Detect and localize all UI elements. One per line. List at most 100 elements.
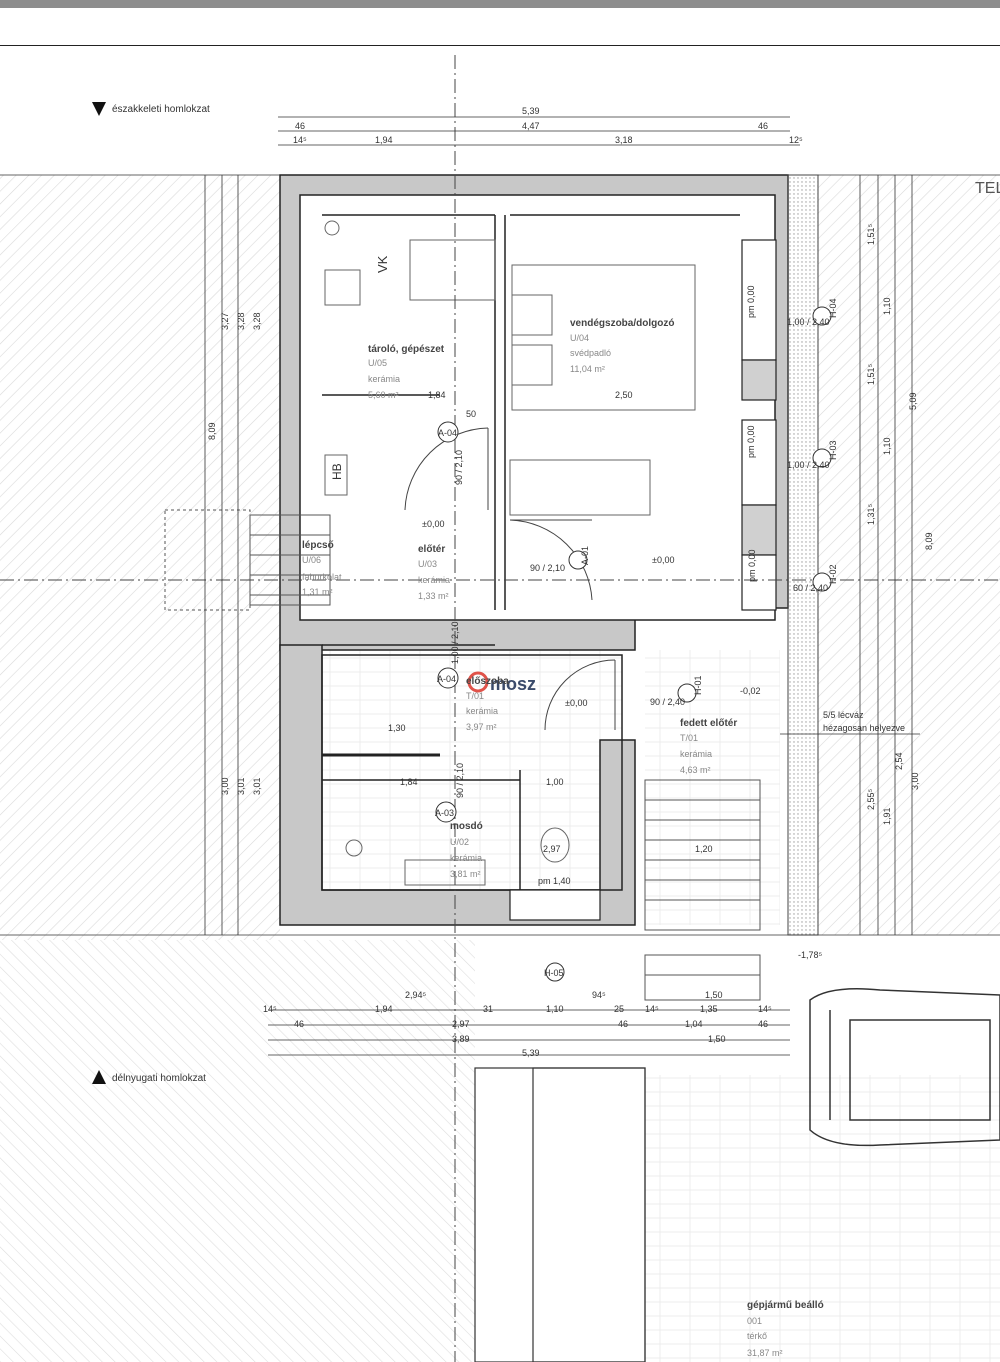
svg-text:kerámia: kerámia bbox=[418, 575, 450, 585]
terrain-hatch bbox=[0, 175, 1000, 1362]
svg-text:1,33 m²: 1,33 m² bbox=[418, 591, 449, 601]
svg-text:1,50: 1,50 bbox=[708, 1034, 726, 1044]
svg-text:4,47: 4,47 bbox=[522, 121, 540, 131]
svg-text:1,94: 1,94 bbox=[375, 1004, 393, 1014]
svg-text:1,00: 1,00 bbox=[546, 777, 564, 787]
svg-text:pm 1,40: pm 1,40 bbox=[538, 876, 571, 886]
svg-text:46: 46 bbox=[294, 1019, 304, 1029]
south-facade-marker bbox=[92, 1070, 106, 1084]
note-line-2: hézagosan helyezve bbox=[823, 723, 905, 733]
svg-text:svédpadló: svédpadló bbox=[570, 348, 611, 358]
svg-text:14⁵: 14⁵ bbox=[645, 1004, 659, 1014]
svg-text:1,10: 1,10 bbox=[882, 297, 892, 315]
svg-text:tároló, gépészet: tároló, gépészet bbox=[368, 344, 445, 355]
top-dimensions: 5,39 46 4,47 46 14⁵ 1,94 3,18 12⁵ bbox=[293, 106, 803, 145]
furniture bbox=[324, 220, 696, 886]
north-facade-marker bbox=[92, 102, 106, 116]
bottom-dimensions: 14⁵ 1,94 2,94⁵ 31 1,10 94⁵ 25 14⁵ 1,50 1… bbox=[263, 990, 772, 1058]
window-tag-4: H-01 bbox=[693, 675, 703, 695]
svg-text:90 / 2,40: 90 / 2,40 bbox=[650, 697, 685, 707]
svg-text:90 / 2,10: 90 / 2,10 bbox=[455, 763, 465, 798]
svg-text:3,18: 3,18 bbox=[615, 135, 633, 145]
svg-text:1,10: 1,10 bbox=[546, 1004, 564, 1014]
fixture-vk: VK bbox=[375, 255, 390, 273]
note-line-1: 5/5 lécváz bbox=[823, 710, 864, 720]
svg-text:2,55⁵: 2,55⁵ bbox=[866, 788, 876, 810]
window-tag-1: H-04 bbox=[828, 298, 838, 318]
door-tag-4: A-03 bbox=[435, 808, 454, 818]
svg-text:előszoba: előszoba bbox=[466, 676, 509, 687]
svg-text:T/01: T/01 bbox=[680, 733, 698, 743]
level-3: ±0,00 bbox=[565, 698, 587, 708]
svg-text:3,00: 3,00 bbox=[910, 772, 920, 790]
room-eloter: előtér U/03 kerámia 1,33 m² bbox=[418, 544, 450, 601]
svg-text:46: 46 bbox=[618, 1019, 628, 1029]
level-5: -1,78⁵ bbox=[798, 950, 823, 960]
svg-text:50: 50 bbox=[466, 409, 476, 419]
svg-text:5,39: 5,39 bbox=[522, 1048, 540, 1058]
svg-text:1,04: 1,04 bbox=[685, 1019, 703, 1029]
svg-text:3,89: 3,89 bbox=[452, 1034, 470, 1044]
svg-text:1,94: 1,94 bbox=[375, 135, 393, 145]
svg-text:kerámia: kerámia bbox=[368, 374, 400, 384]
svg-text:31: 31 bbox=[483, 1004, 493, 1014]
svg-text:4,63 m²: 4,63 m² bbox=[680, 765, 711, 775]
svg-text:pm 0,00: pm 0,00 bbox=[746, 425, 756, 458]
svg-text:3,81 m²: 3,81 m² bbox=[450, 869, 481, 879]
svg-text:U/04: U/04 bbox=[570, 333, 589, 343]
svg-text:1,31⁵: 1,31⁵ bbox=[866, 503, 876, 525]
svg-text:kerámia: kerámia bbox=[680, 749, 712, 759]
axis-lines bbox=[0, 55, 1000, 1362]
dimension-lines bbox=[0, 116, 1000, 1056]
svg-text:pm 0,00: pm 0,00 bbox=[746, 285, 756, 318]
room-mosdo: mosdó U/02 kerámia 3,81 m² bbox=[450, 821, 483, 879]
svg-text:1,00 / 2,40: 1,00 / 2,40 bbox=[787, 460, 830, 470]
svg-text:14⁵: 14⁵ bbox=[263, 1004, 277, 1014]
right-dimensions: 1,51⁵ 1,10 1,51⁵ 1,10 1,31⁵ 5,09 8,09 2,… bbox=[866, 223, 934, 825]
door-swings bbox=[404, 427, 616, 731]
window-tag-3: H-02 bbox=[828, 564, 838, 584]
room-beallo: gépjármű beálló 001 térkő 31,87 m² bbox=[747, 1300, 824, 1358]
svg-text:5,39: 5,39 bbox=[522, 106, 540, 116]
svg-text:1,51⁵: 1,51⁵ bbox=[866, 223, 876, 245]
door-tag-1: A-04 bbox=[438, 428, 457, 438]
room-vendeg: vendégszoba/dolgozó U/04 svédpadló 11,04… bbox=[570, 318, 674, 374]
svg-text:1,10: 1,10 bbox=[882, 437, 892, 455]
svg-text:1,51⁵: 1,51⁵ bbox=[866, 363, 876, 385]
svg-text:90 / 2,10: 90 / 2,10 bbox=[530, 563, 565, 573]
room-fedett: fedett előtér T/01 kerámia 4,63 m² bbox=[680, 718, 737, 775]
svg-text:46: 46 bbox=[758, 1019, 768, 1029]
svg-text:U/05: U/05 bbox=[368, 358, 387, 368]
svg-text:T/01: T/01 bbox=[466, 691, 484, 701]
svg-text:1,84: 1,84 bbox=[400, 777, 418, 787]
svg-text:46: 46 bbox=[758, 121, 768, 131]
svg-text:lépcső: lépcső bbox=[302, 540, 334, 551]
svg-text:3,01: 3,01 bbox=[236, 777, 246, 795]
svg-text:mosdó: mosdó bbox=[450, 821, 483, 832]
window-tag-5: H-05 bbox=[544, 968, 564, 978]
car-outline bbox=[809, 988, 1000, 1147]
door-tag-2: A-01 bbox=[580, 546, 590, 565]
window-tag-2: H-03 bbox=[828, 440, 838, 460]
svg-text:vendégszoba/dolgozó: vendégszoba/dolgozó bbox=[570, 318, 674, 329]
svg-text:1,91: 1,91 bbox=[882, 807, 892, 825]
svg-text:pm 0,00: pm 0,00 bbox=[747, 549, 757, 582]
svg-text:fedett előtér: fedett előtér bbox=[680, 718, 737, 729]
svg-text:U/06: U/06 bbox=[302, 555, 321, 565]
svg-text:3,28: 3,28 bbox=[236, 312, 246, 330]
svg-text:12⁵: 12⁵ bbox=[789, 135, 803, 145]
svg-text:előtér: előtér bbox=[418, 544, 445, 555]
svg-text:1,31 m²: 1,31 m² bbox=[302, 587, 333, 597]
svg-text:94⁵: 94⁵ bbox=[592, 990, 606, 1000]
svg-text:gépjármű beálló: gépjármű beálló bbox=[747, 1300, 824, 1311]
svg-text:1,00 / 2,40: 1,00 / 2,40 bbox=[787, 317, 830, 327]
walls bbox=[279, 174, 819, 936]
door-tag-3: A-04 bbox=[437, 674, 456, 684]
svg-text:2,97: 2,97 bbox=[543, 844, 561, 854]
svg-text:11,04 m²: 11,04 m² bbox=[570, 364, 605, 374]
svg-text:térkő: térkő bbox=[747, 1331, 767, 1341]
svg-text:1,20: 1,20 bbox=[695, 844, 713, 854]
corner-label: TEL bbox=[975, 180, 1000, 197]
